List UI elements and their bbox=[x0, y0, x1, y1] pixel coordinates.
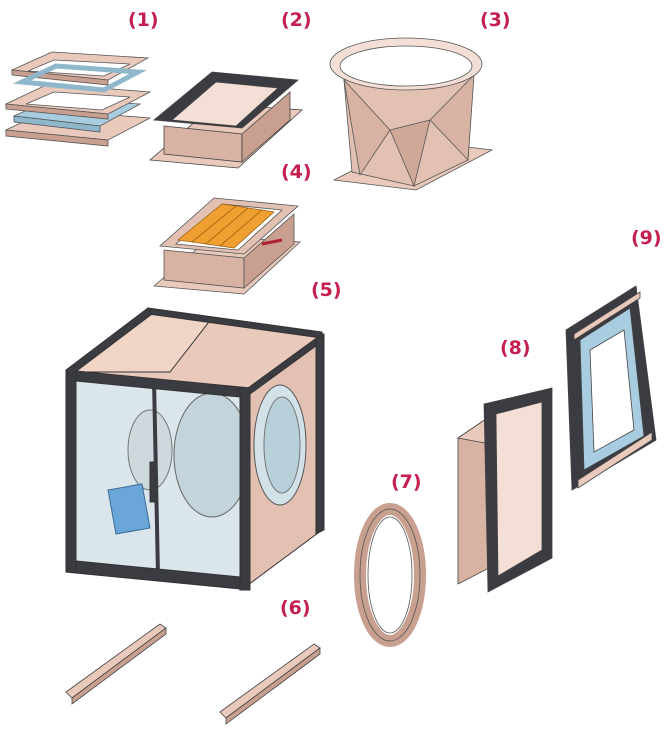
part-1-flexible-connector bbox=[4, 51, 152, 147]
label-part-5: (5) bbox=[311, 279, 342, 301]
damper-shaft bbox=[261, 238, 283, 246]
part-5-fan-box bbox=[65, 307, 325, 591]
damper-blades bbox=[177, 203, 275, 249]
motor bbox=[107, 483, 151, 535]
label-part-8: (8) bbox=[500, 337, 531, 359]
label-part-3: (3) bbox=[480, 9, 511, 31]
label-part-4: (4) bbox=[281, 161, 312, 183]
part-3-conical-inlet bbox=[329, 37, 494, 191]
part-2-duct-frame bbox=[149, 71, 303, 169]
part-4-damper bbox=[153, 197, 301, 295]
part-9-flexible-outlet bbox=[565, 285, 657, 491]
label-part-2: (2) bbox=[281, 9, 312, 31]
label-part-1: (1) bbox=[128, 9, 159, 31]
part-7-flange-ring bbox=[354, 503, 426, 647]
label-part-7: (7) bbox=[391, 471, 422, 493]
label-part-6: (6) bbox=[280, 597, 311, 619]
part-labels: (1) (2) (3) (4) (5) (6) (7) (8) (9) bbox=[128, 9, 662, 619]
part-8-outlet-frame bbox=[456, 387, 553, 593]
label-part-9: (9) bbox=[631, 227, 662, 249]
part-6-base-rails bbox=[65, 623, 321, 725]
